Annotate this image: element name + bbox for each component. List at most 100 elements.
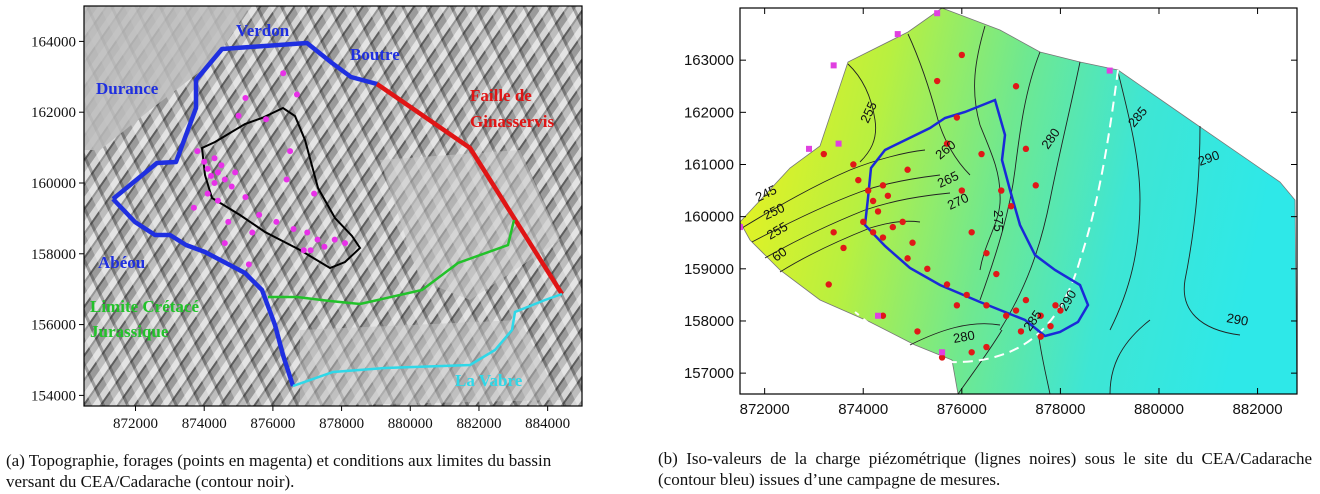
- well-point: [899, 218, 906, 226]
- label-faille-1: Faille de: [470, 86, 532, 105]
- well-point: [938, 354, 946, 361]
- fault-boundary: [375, 82, 564, 296]
- well-point: [904, 166, 911, 173]
- well-point: [983, 343, 990, 351]
- figure-a-caption: (a) Topographie, forages (points en mage…: [6, 451, 552, 491]
- well-point: [884, 192, 892, 199]
- well-point: [311, 190, 318, 197]
- well-point: [904, 255, 911, 262]
- y-tick-label: 160000: [684, 209, 734, 226]
- well-point: [998, 187, 1005, 194]
- well-point: [342, 240, 349, 247]
- y-tick-label: 161000: [684, 156, 734, 173]
- well-point: [1007, 203, 1015, 210]
- well-point: [958, 51, 966, 59]
- y-tick-label: 160000: [31, 176, 76, 192]
- well-point: [869, 197, 877, 205]
- figure-a-frame: [83, 5, 583, 407]
- well-point: [860, 218, 867, 226]
- contour-label: 60: [769, 244, 789, 265]
- figure-b-caption: (b) Iso-valeurs de la charge piézométriq…: [658, 449, 1312, 489]
- contour-label: 290: [1225, 310, 1249, 329]
- well-point: [1037, 333, 1044, 340]
- well-point: [194, 148, 201, 155]
- x-tick-label: 876000: [937, 401, 987, 418]
- y-tick-label: 158000: [684, 313, 734, 330]
- well-point: [1012, 83, 1020, 90]
- label-vabre: La Vabre: [455, 371, 523, 390]
- well-point: [249, 229, 256, 236]
- well-point: [280, 70, 287, 77]
- well-point: [283, 176, 290, 183]
- boundary-point: [934, 10, 941, 17]
- boundary-point: [1106, 67, 1113, 74]
- well-point: [943, 140, 951, 147]
- dashed-white-line: [854, 69, 1119, 364]
- well-point: [983, 249, 990, 257]
- well-point: [273, 218, 280, 225]
- well-point: [221, 240, 228, 247]
- well-point: [1022, 296, 1030, 304]
- x-tick-label: 872000: [740, 401, 790, 418]
- well-point: [1052, 302, 1059, 309]
- well-point: [914, 328, 921, 335]
- well-point: [968, 349, 975, 356]
- y-tick-label: 162000: [31, 105, 76, 121]
- well-point: [300, 247, 307, 254]
- well-point: [211, 179, 218, 186]
- well-point: [879, 312, 887, 319]
- well-point: [242, 194, 249, 201]
- well-point: [1057, 307, 1064, 314]
- well-point: [953, 114, 961, 121]
- well-point: [307, 247, 314, 254]
- boundary-point: [894, 31, 901, 38]
- well-point: [331, 236, 338, 243]
- well-point: [830, 229, 837, 236]
- well-point: [293, 91, 300, 98]
- domain-area: [740, 8, 1297, 394]
- well-point: [304, 229, 311, 236]
- well-point: [1017, 328, 1025, 335]
- verdon-boundary: [111, 40, 378, 201]
- label-abeou: Abéou: [98, 253, 145, 272]
- well-point: [201, 158, 208, 165]
- vabre-boundary: [292, 292, 563, 388]
- contour-label: 275: [991, 210, 1006, 232]
- well-point: [263, 116, 270, 123]
- well-point: [958, 187, 966, 194]
- boundary-point: [740, 224, 743, 231]
- label-boutre: Boutre: [350, 45, 400, 64]
- x-tick-label: 874000: [838, 401, 888, 418]
- x-tick-label: 878000: [1035, 401, 1085, 418]
- contour-label: 290: [1196, 147, 1222, 169]
- well-point: [968, 229, 975, 236]
- contour-label: 280: [952, 327, 976, 346]
- well-point: [953, 302, 961, 309]
- y-tick-label: 162000: [684, 104, 734, 121]
- well-point: [225, 218, 232, 225]
- well-point: [879, 182, 887, 189]
- well-point: [204, 165, 211, 172]
- well-point: [256, 211, 263, 218]
- well-point: [1032, 182, 1039, 189]
- y-tick-label: 163000: [684, 52, 734, 69]
- well-point: [204, 190, 211, 197]
- well-point: [218, 162, 225, 169]
- well-point: [1037, 312, 1044, 319]
- boundary-point: [875, 312, 882, 319]
- y-tick-label: 159000: [684, 261, 734, 278]
- boundary-point: [939, 349, 946, 356]
- well-point: [1047, 322, 1054, 330]
- well-point: [245, 261, 252, 268]
- well-point: [211, 155, 218, 162]
- well-point: [242, 95, 249, 102]
- figure-b-frame: [739, 7, 1298, 395]
- well-point: [933, 77, 941, 85]
- label-verdon: Verdon: [236, 21, 290, 40]
